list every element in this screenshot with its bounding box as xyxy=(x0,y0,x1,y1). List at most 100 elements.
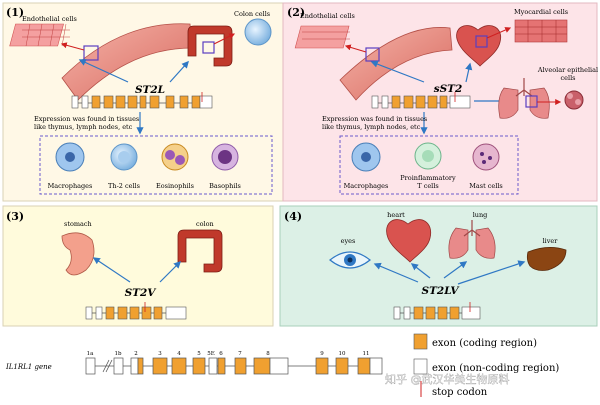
panel-4-transcript xyxy=(393,302,481,320)
panel-4: (4) heart lung eyes liver ST2LV xyxy=(279,205,598,327)
watermark: 知乎 @武汉华美生物原料 xyxy=(385,372,510,386)
panel-2-transcript xyxy=(371,92,471,109)
legend: exon (coding region) exon (non-coding re… xyxy=(413,333,559,398)
exon-11-noncoding xyxy=(369,357,383,375)
exon-label: 9 xyxy=(320,351,324,357)
mast-cell-icon xyxy=(472,143,500,171)
panel-4-organ-liver: liver xyxy=(543,237,559,245)
legend-noncoding-swatch xyxy=(413,358,428,375)
macrophage-icon xyxy=(351,142,381,172)
endothelial-cells-icon xyxy=(9,23,70,47)
exon-7 xyxy=(234,357,247,375)
panel-1-cell-1: Macrophages xyxy=(48,182,93,190)
exon-label: 2 xyxy=(134,351,138,357)
heart-icon xyxy=(386,219,432,263)
exon-label: 5E xyxy=(207,351,215,357)
exon-2 xyxy=(137,357,144,375)
exon-6 xyxy=(217,357,226,375)
exon-label: 11 xyxy=(363,351,370,357)
panel-3-right-target: colon xyxy=(196,220,214,228)
th2-cell-icon xyxy=(110,143,138,171)
panel-1-left-target: Endothelial cells xyxy=(22,15,77,23)
zoom-box xyxy=(83,45,99,61)
panel-4-organ-heart: heart xyxy=(387,211,405,219)
panel-1-cell-2: Th-2 cells xyxy=(108,182,140,190)
panel-4-gene-name: ST2LV xyxy=(422,285,461,297)
panel-2-extra-target-line-1: Alveolar epithelial xyxy=(537,66,598,74)
panel-2-cell-3: Mast cells xyxy=(469,182,503,190)
panel-1-expr-line-2: like thymus, lymph nodes, etc xyxy=(34,123,133,131)
heart-icon xyxy=(456,25,502,67)
panel-2-right-target: Myocardial cells xyxy=(514,8,568,16)
exon-label: 1a xyxy=(87,351,94,357)
exon-1b xyxy=(113,357,124,375)
panel-2-expr-line-2: like thymus, lymph nodes, etc xyxy=(322,123,421,131)
panel-3-background xyxy=(2,205,274,327)
colon-icon xyxy=(187,25,233,67)
panel-2-number: (2) xyxy=(287,6,305,19)
exon-5e xyxy=(208,357,218,375)
panel-2: (2) Endothelial cells Myocardial cells s… xyxy=(282,2,598,202)
legend-coding-swatch xyxy=(413,333,428,350)
gene-map-exons xyxy=(85,357,383,375)
panel-1: (1) Endothelial cells Colon cells ST2L xyxy=(2,2,294,202)
blood-vessel-icon xyxy=(339,27,453,101)
panel-1-cell-4: Basophils xyxy=(209,182,241,190)
gene-map: IL1RL1 gene 1a 1b 2 3 4 5 5E xyxy=(5,351,383,375)
panel-4-number: (4) xyxy=(284,210,302,223)
exon-8 xyxy=(253,357,271,375)
panel-1-right-target: Colon cells xyxy=(234,10,270,18)
alveolar-cells-icon xyxy=(564,90,584,110)
lung-icon xyxy=(448,220,496,259)
panel-4-organ-eyes: eyes xyxy=(341,237,356,245)
panel-2-gene-name: sST2 xyxy=(434,83,463,95)
panel-2-expr-line-1: Expression was found in tissues xyxy=(322,115,427,123)
exon-label: 6 xyxy=(219,351,223,357)
panel-3-number: (3) xyxy=(6,210,24,223)
exon-8-noncoding xyxy=(269,357,289,375)
panel-3: (3) stomach colon ST2V xyxy=(2,205,274,327)
panel-1-cell-3: Eosinophils xyxy=(156,182,194,190)
colon-icon xyxy=(177,229,223,273)
exon-10 xyxy=(335,357,349,375)
panel-3-gene-name: ST2V xyxy=(125,287,158,299)
exon-label: 1b xyxy=(114,351,121,357)
colon-cell-icon xyxy=(244,18,272,46)
panel-3-left-target: stomach xyxy=(64,220,92,228)
panel-2-left-target: Endothelial cells xyxy=(300,12,355,20)
exon-11 xyxy=(357,357,371,375)
stomach-icon xyxy=(61,232,95,276)
panel-1-expr-line-1: Expression was found in tissues xyxy=(34,115,139,123)
exon-2-noncoding xyxy=(130,357,139,375)
panel-4-organ-lung: lung xyxy=(473,211,488,219)
gene-map-title: IL1RL1 gene xyxy=(5,363,52,371)
exon-label: 5 xyxy=(197,351,201,357)
exon-label: 8 xyxy=(266,351,270,357)
liver-icon xyxy=(526,247,567,271)
legend-coding-label: exon (coding region) xyxy=(432,338,537,349)
myocardial-cells-icon xyxy=(514,19,568,43)
panel-2-cell-2-line-1: Proinflammatory xyxy=(400,174,456,182)
endothelial-cells-icon xyxy=(294,25,350,49)
legend-noncoding-label: exon (non-coding region) xyxy=(432,363,559,374)
t-cell-icon xyxy=(414,142,442,170)
panel-2-cell-1: Macrophages xyxy=(344,182,389,190)
panel-2-immune-box xyxy=(339,135,519,195)
exon-label: 3 xyxy=(158,351,162,357)
exon-4 xyxy=(171,357,187,375)
eye-icon xyxy=(329,251,371,269)
eosinophil-icon xyxy=(161,143,189,171)
macrophage-icon xyxy=(55,142,85,172)
exon-label: 4 xyxy=(177,351,181,357)
panel-2-cell-2-line-2: T cells xyxy=(417,182,438,190)
panel-2-extra-target-line-2: cells xyxy=(561,74,576,82)
exon-1a xyxy=(85,357,96,375)
basophil-icon xyxy=(211,143,239,171)
panel-1-number: (1) xyxy=(6,6,24,19)
exon-5 xyxy=(192,357,206,375)
legend-stop-label: stop codon xyxy=(432,387,488,398)
panel-1-transcript xyxy=(71,92,213,109)
panel-1-gene-name: ST2L xyxy=(135,84,165,96)
exon-label: 10 xyxy=(339,351,346,357)
exon-9 xyxy=(315,357,329,375)
